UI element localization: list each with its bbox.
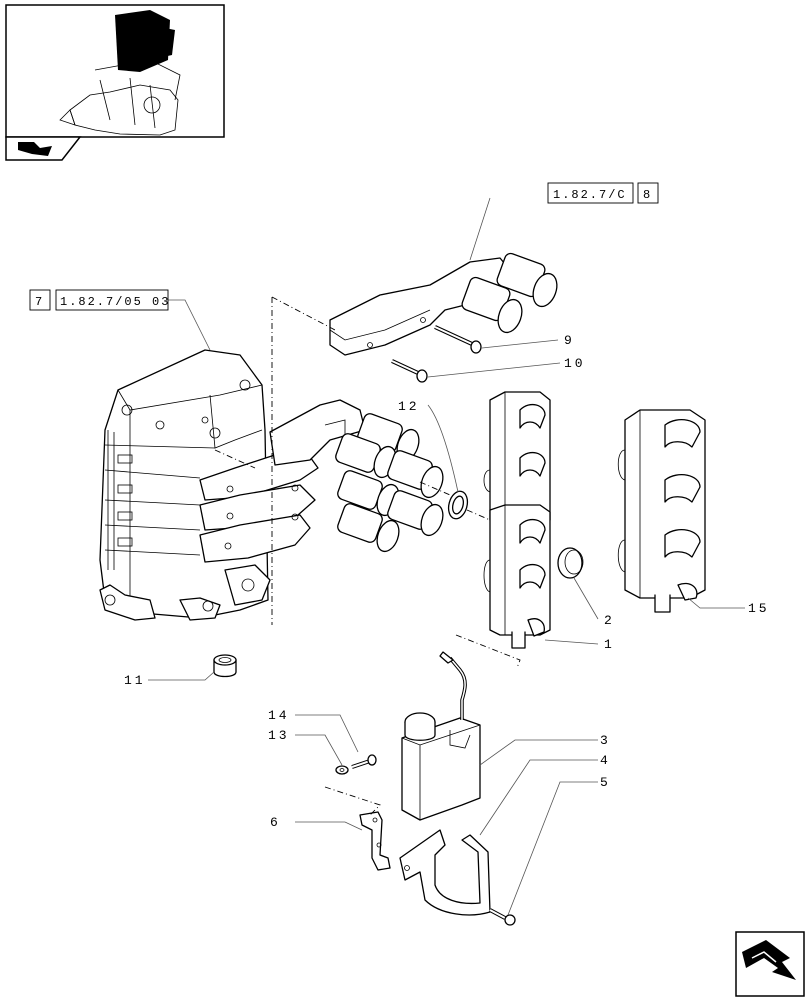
bolt-5	[489, 908, 516, 926]
reference-left-code: 1.82.7/05 03	[60, 295, 170, 309]
reference-box-top[interactable]: 1.82.7/C 8	[547, 182, 659, 204]
reservoir-3	[401, 651, 481, 821]
callout-9: 9	[564, 333, 575, 348]
reference-box-left[interactable]: 7 1.82.7/05 03	[29, 289, 170, 311]
assembly-lines	[214, 296, 521, 816]
reference-top-code: 1.82.7/C	[553, 188, 627, 202]
top-coupler-manifold	[329, 252, 558, 356]
callout-6: 6	[270, 815, 281, 830]
coupler-cover-assembly-1	[483, 391, 551, 649]
quick-couplers	[335, 413, 444, 553]
callout-13: 13	[268, 728, 290, 743]
bolt-14	[351, 754, 377, 769]
leader-lines	[148, 197, 745, 916]
next-page-arrow-icon[interactable]	[735, 931, 805, 997]
coupler-manifold-lower	[199, 449, 319, 563]
callout-11: 11	[124, 673, 146, 688]
reference-top-page: 8	[643, 188, 652, 202]
callout-15: 15	[748, 601, 770, 616]
washer-13	[335, 765, 349, 775]
strap-4	[399, 829, 491, 916]
callout-1: 1	[604, 637, 615, 652]
bolt-10	[391, 359, 428, 383]
o-ring-12	[447, 490, 469, 520]
callout-12: 12	[398, 399, 420, 414]
callout-3: 3	[600, 733, 611, 748]
location-thumbnail[interactable]	[5, 4, 225, 161]
callout-5: 5	[600, 775, 611, 790]
back-arrow-icon[interactable]	[18, 142, 52, 156]
plug-11	[213, 654, 237, 678]
cap-2	[557, 547, 584, 579]
bracket-6	[359, 811, 391, 871]
callout-labels: 9 10 12 2 1 15 11 14 13 3 4 5 6	[124, 333, 770, 830]
callout-10: 10	[564, 356, 586, 371]
coupler-cover-assembly-15	[617, 409, 706, 613]
callout-14: 14	[268, 708, 290, 723]
reference-left-number: 7	[35, 295, 44, 309]
callout-2: 2	[604, 613, 615, 628]
callout-4: 4	[600, 753, 611, 768]
bolt-9	[434, 325, 482, 354]
